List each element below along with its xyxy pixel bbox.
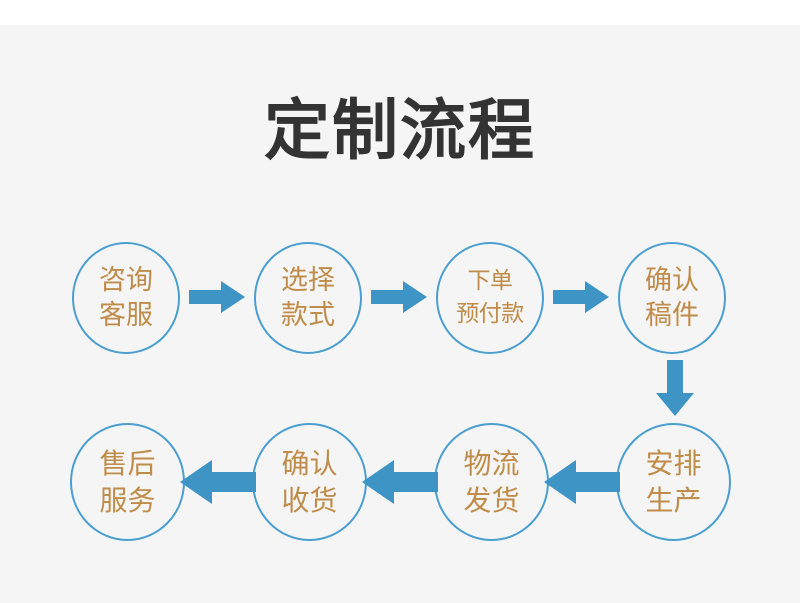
flow-node-label-line2: 发货 <box>463 484 520 517</box>
flow-node-label-line2: 服务 <box>99 484 156 517</box>
flow-node-confirm-receipt[interactable]: 确认 收货 <box>252 423 367 541</box>
flow-node-label-line2: 生产 <box>645 484 702 517</box>
flow-node-label-line2: 款式 <box>281 300 335 331</box>
flow-node-logistics-shipment[interactable]: 物流 发货 <box>434 423 549 541</box>
flow-node-label-line2: 客服 <box>99 300 153 331</box>
flow-node-label-line1: 确认 <box>281 447 338 480</box>
flow-node-place-order-prepay[interactable]: 下单 预付款 <box>436 242 544 354</box>
flow-node-arrange-production[interactable]: 安排 生产 <box>616 423 731 541</box>
flow-node-label-line2: 稿件 <box>645 300 699 331</box>
arrow-right-icon <box>189 280 245 314</box>
flow-node-label-line2: 预付款 <box>456 301 524 327</box>
flow-node-confirm-draft[interactable]: 确认 稿件 <box>618 242 726 354</box>
flow-node-label-line1: 下单 <box>467 268 514 294</box>
arrow-left-icon <box>544 459 620 505</box>
flow-node-after-sales-service[interactable]: 售后 服务 <box>70 423 185 541</box>
arrow-right-icon <box>371 280 427 314</box>
arrow-down-icon <box>650 360 700 416</box>
flow-node-label-line1: 咨询 <box>99 265 153 296</box>
flow-node-label-line2: 收货 <box>281 484 338 517</box>
flow-node-label-line1: 售后 <box>99 447 156 480</box>
flow-node-label-line1: 安排 <box>645 447 702 480</box>
flow-node-label-line1: 选择 <box>281 265 335 296</box>
flow-node-select-style[interactable]: 选择 款式 <box>254 242 362 354</box>
arrow-right-icon <box>553 280 609 314</box>
page-title: 定制流程 <box>264 92 536 169</box>
flow-node-label-line1: 物流 <box>463 447 520 480</box>
flow-node-consult-service[interactable]: 咨询 客服 <box>72 242 180 354</box>
flow-node-label-line1: 确认 <box>645 265 699 296</box>
arrow-left-icon <box>180 459 256 505</box>
arrow-left-icon <box>362 459 438 505</box>
